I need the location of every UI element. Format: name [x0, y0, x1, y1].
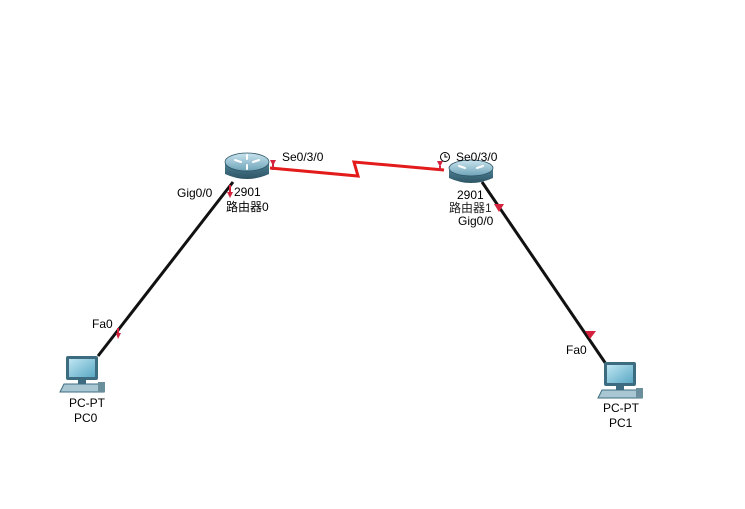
port-marker-bar-router1-se0-3-0 — [439, 166, 441, 171]
port-marker-router0-se0-3-0 — [270, 160, 276, 166]
pc-icon[interactable] — [597, 362, 643, 399]
port-marker-router0-gig0-0 — [227, 192, 233, 198]
router0-name-label: 路由器0 — [226, 200, 269, 214]
router0-serial-port-label: Se0/3/0 — [282, 150, 324, 164]
pc1-name-label: PC1 — [609, 416, 633, 430]
pc0-model-label: PC-PT — [69, 396, 105, 410]
router1-gig-port-label: Gig0/0 — [458, 214, 494, 228]
clock-icon — [440, 152, 450, 162]
pc0-name-label: PC0 — [74, 411, 98, 425]
router-icon[interactable] — [448, 159, 494, 183]
router1-model-label: 2901 — [457, 188, 484, 202]
link-router1-pc1[interactable] — [480, 181, 608, 365]
router-icon[interactable] — [224, 152, 270, 179]
port-marker-bar-pc0-fa0 — [117, 328, 119, 334]
link-router0-router1-serial[interactable] — [269, 160, 445, 178]
router1-name-label: 路由器1 — [449, 201, 492, 215]
port-marker-pc1-fa0 — [585, 331, 596, 339]
link-router0-pc0[interactable] — [96, 181, 235, 357]
port-marker-bar-router0-se0-3-0 — [272, 164, 274, 170]
router0-gig-port-label: Gig0/0 — [177, 186, 213, 200]
port-marker-pc0-fa0 — [116, 333, 121, 339]
port-marker-router1-gig0-0 — [494, 204, 504, 212]
pc-icon[interactable] — [59, 356, 105, 393]
router0-model-label: 2901 — [234, 185, 261, 199]
pc1-fa-port-label: Fa0 — [566, 343, 587, 357]
port-marker-bar-router0-gig0-0 — [229, 185, 231, 193]
port-marker-router1-se0-3-0 — [437, 161, 443, 167]
router1-serial-port-label: Se0/3/0 — [456, 150, 498, 164]
pc1-model-label: PC-PT — [603, 401, 639, 415]
pc0-fa-port-label: Fa0 — [92, 317, 113, 331]
